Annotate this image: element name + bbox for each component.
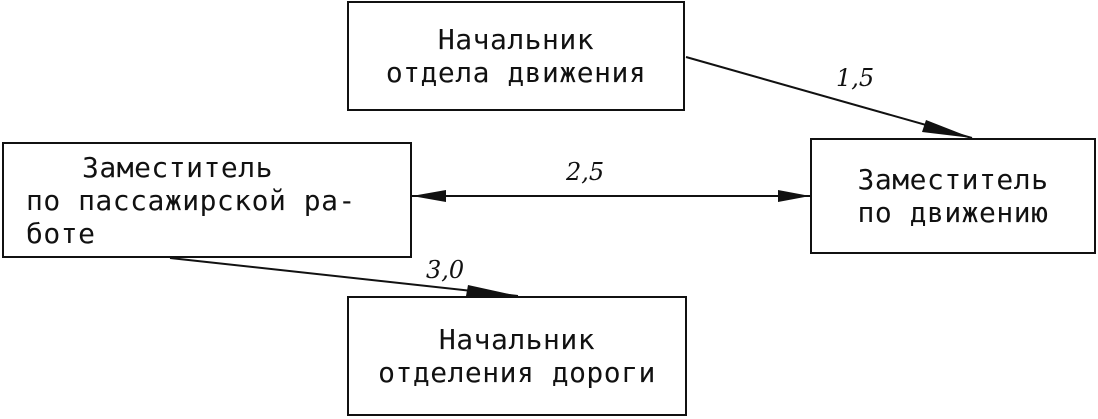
node-line: Заместитель bbox=[857, 163, 1049, 196]
edge-deputy-passenger-to-chief-road: 3,0 bbox=[169, 256, 519, 297]
arrow-head bbox=[466, 285, 518, 296]
node-line: отдела движения bbox=[385, 56, 647, 89]
node-line: Заместитель bbox=[82, 150, 273, 184]
edge-label-3: 3,0 bbox=[426, 256, 464, 284]
edge-label-1: 1,5 bbox=[836, 64, 874, 92]
edge-line bbox=[169, 257, 519, 297]
node-deputy-traffic: Заместитель по движению bbox=[810, 138, 1096, 254]
node-deputy-passenger: Заместитель по пассажирской ра- боте bbox=[2, 142, 412, 258]
node-line: по движению bbox=[857, 196, 1049, 229]
node-line: Начальник bbox=[438, 323, 596, 356]
node-line: Начальник bbox=[437, 23, 595, 56]
edge-chief-traffic-to-deputy-traffic: 1,5 bbox=[685, 56, 973, 139]
arrow-head-right bbox=[778, 190, 810, 202]
node-chief-road-dept: Начальник отделения дороги bbox=[347, 296, 687, 416]
arrow-head-left bbox=[412, 190, 446, 202]
arrow-head bbox=[922, 120, 972, 138]
edge-deputy-passenger-deputy-traffic: 2,5 bbox=[412, 158, 810, 202]
node-line: боте bbox=[26, 216, 96, 250]
node-chief-traffic-dept: Начальник отдела движения bbox=[347, 1, 685, 111]
edge-line bbox=[685, 56, 973, 139]
node-line: по пассажирской ра- bbox=[26, 183, 356, 217]
node-line: отделения дороги bbox=[378, 356, 656, 389]
edge-label-2: 2,5 bbox=[565, 158, 604, 186]
